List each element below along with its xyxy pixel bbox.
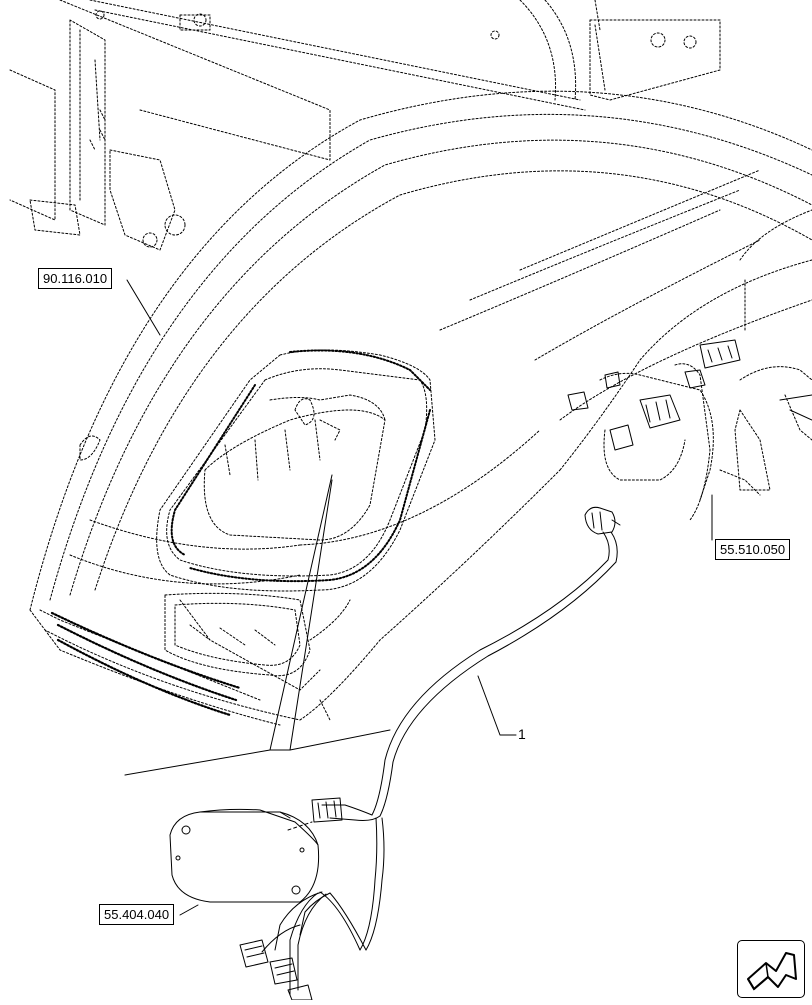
callout-leaders [124,279,713,916]
cab-window-frame [519,0,721,101]
lamp-recess [156,349,436,677]
arrow-glyph [747,952,797,991]
item-number-label: 1 [518,726,526,742]
work-lamp [169,808,320,903]
fender-outline [29,90,812,726]
callout-harness-ref[interactable]: 55.510.050 [715,539,791,560]
callout-lamp-ref[interactable]: 55.404.040 [99,904,175,925]
chassis-connectors [567,339,812,521]
fender-edge-hatch [50,611,242,717]
callout-fender-ref[interactable]: 90.116.010 [38,268,113,289]
cab-frame [9,0,586,251]
harness-plugs [239,797,343,1001]
lamp-recess-hatch [170,349,431,583]
harness-top-connector [584,506,621,535]
navigate-arrow-icon[interactable] [737,940,805,998]
wire-harness [274,531,618,996]
